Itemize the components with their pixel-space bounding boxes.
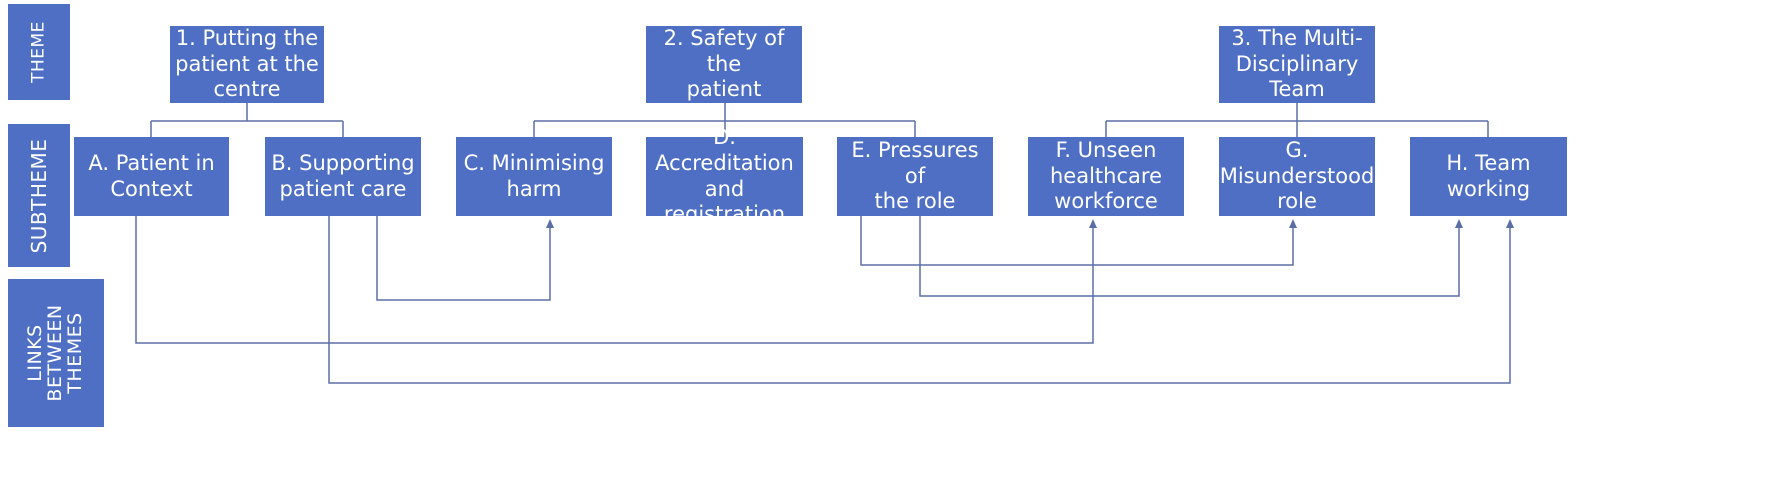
row-label-links-between-themes: LINKS BETWEEN THEMES [8,279,104,427]
theme-box-2: 2. Safety of the patient [646,26,802,103]
arrow-h2 [1506,219,1514,228]
row-label-subtheme: SUBTHEME [8,124,70,267]
theme-box-1: 1. Putting the patient at the centre [170,26,324,103]
subtheme-box-a: A. Patient in Context [74,137,229,216]
link-e-to-h [919,216,1460,297]
subtheme-box-h: H. Team working [1410,137,1567,216]
arrow-c [546,219,554,228]
subtheme-box-c: C. Minimising harm [456,137,612,216]
link-b-to-h [328,216,1511,384]
theme-box-3: 3. The Multi- Disciplinary Team [1219,26,1375,103]
arrow-h1 [1455,219,1463,228]
link-a-to-f [135,216,1094,344]
arrow-g [1289,219,1297,228]
arrow-f [1089,219,1097,228]
subtheme-box-b: B. Supporting patient care [265,137,421,216]
link-e-to-g [860,216,1294,266]
subtheme-box-d: D. Accreditation and registration [646,125,803,226]
link-b-to-c [376,216,551,301]
subtheme-box-e: E. Pressures of the role [837,137,993,216]
subtheme-box-f: F. Unseen healthcare workforce [1028,137,1184,216]
subtheme-box-g: G. Misunderstood role [1219,137,1375,216]
row-label-theme: THEME [8,4,70,100]
